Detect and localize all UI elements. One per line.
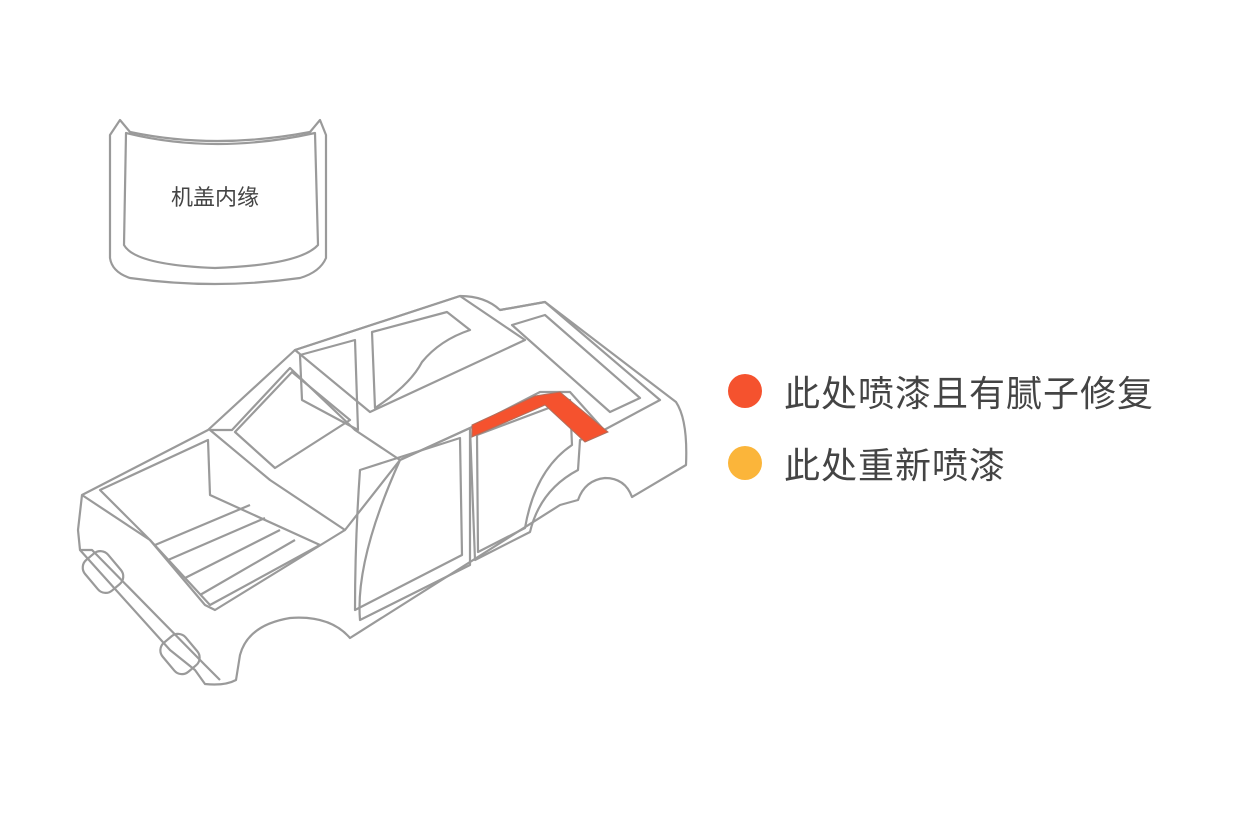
legend-label: 此处重新喷漆 <box>784 446 1007 487</box>
car-outline <box>76 294 688 686</box>
red-dot-icon <box>728 374 762 408</box>
legend-label: 此处喷漆且有腻子修复 <box>784 374 1155 415</box>
hood-inner-edge-label: 机盖内缘 <box>170 186 259 211</box>
yellow-dot-icon <box>728 446 762 480</box>
legend-item-repainted: 此处重新喷漆 <box>728 427 1154 499</box>
legend: 此处喷漆且有腻子修复 此处重新喷漆 <box>728 355 1154 499</box>
putty-repair-highlight <box>471 391 609 443</box>
legend-item-putty-repair: 此处喷漆且有腻子修复 <box>728 355 1154 427</box>
hood-panel <box>108 118 328 286</box>
